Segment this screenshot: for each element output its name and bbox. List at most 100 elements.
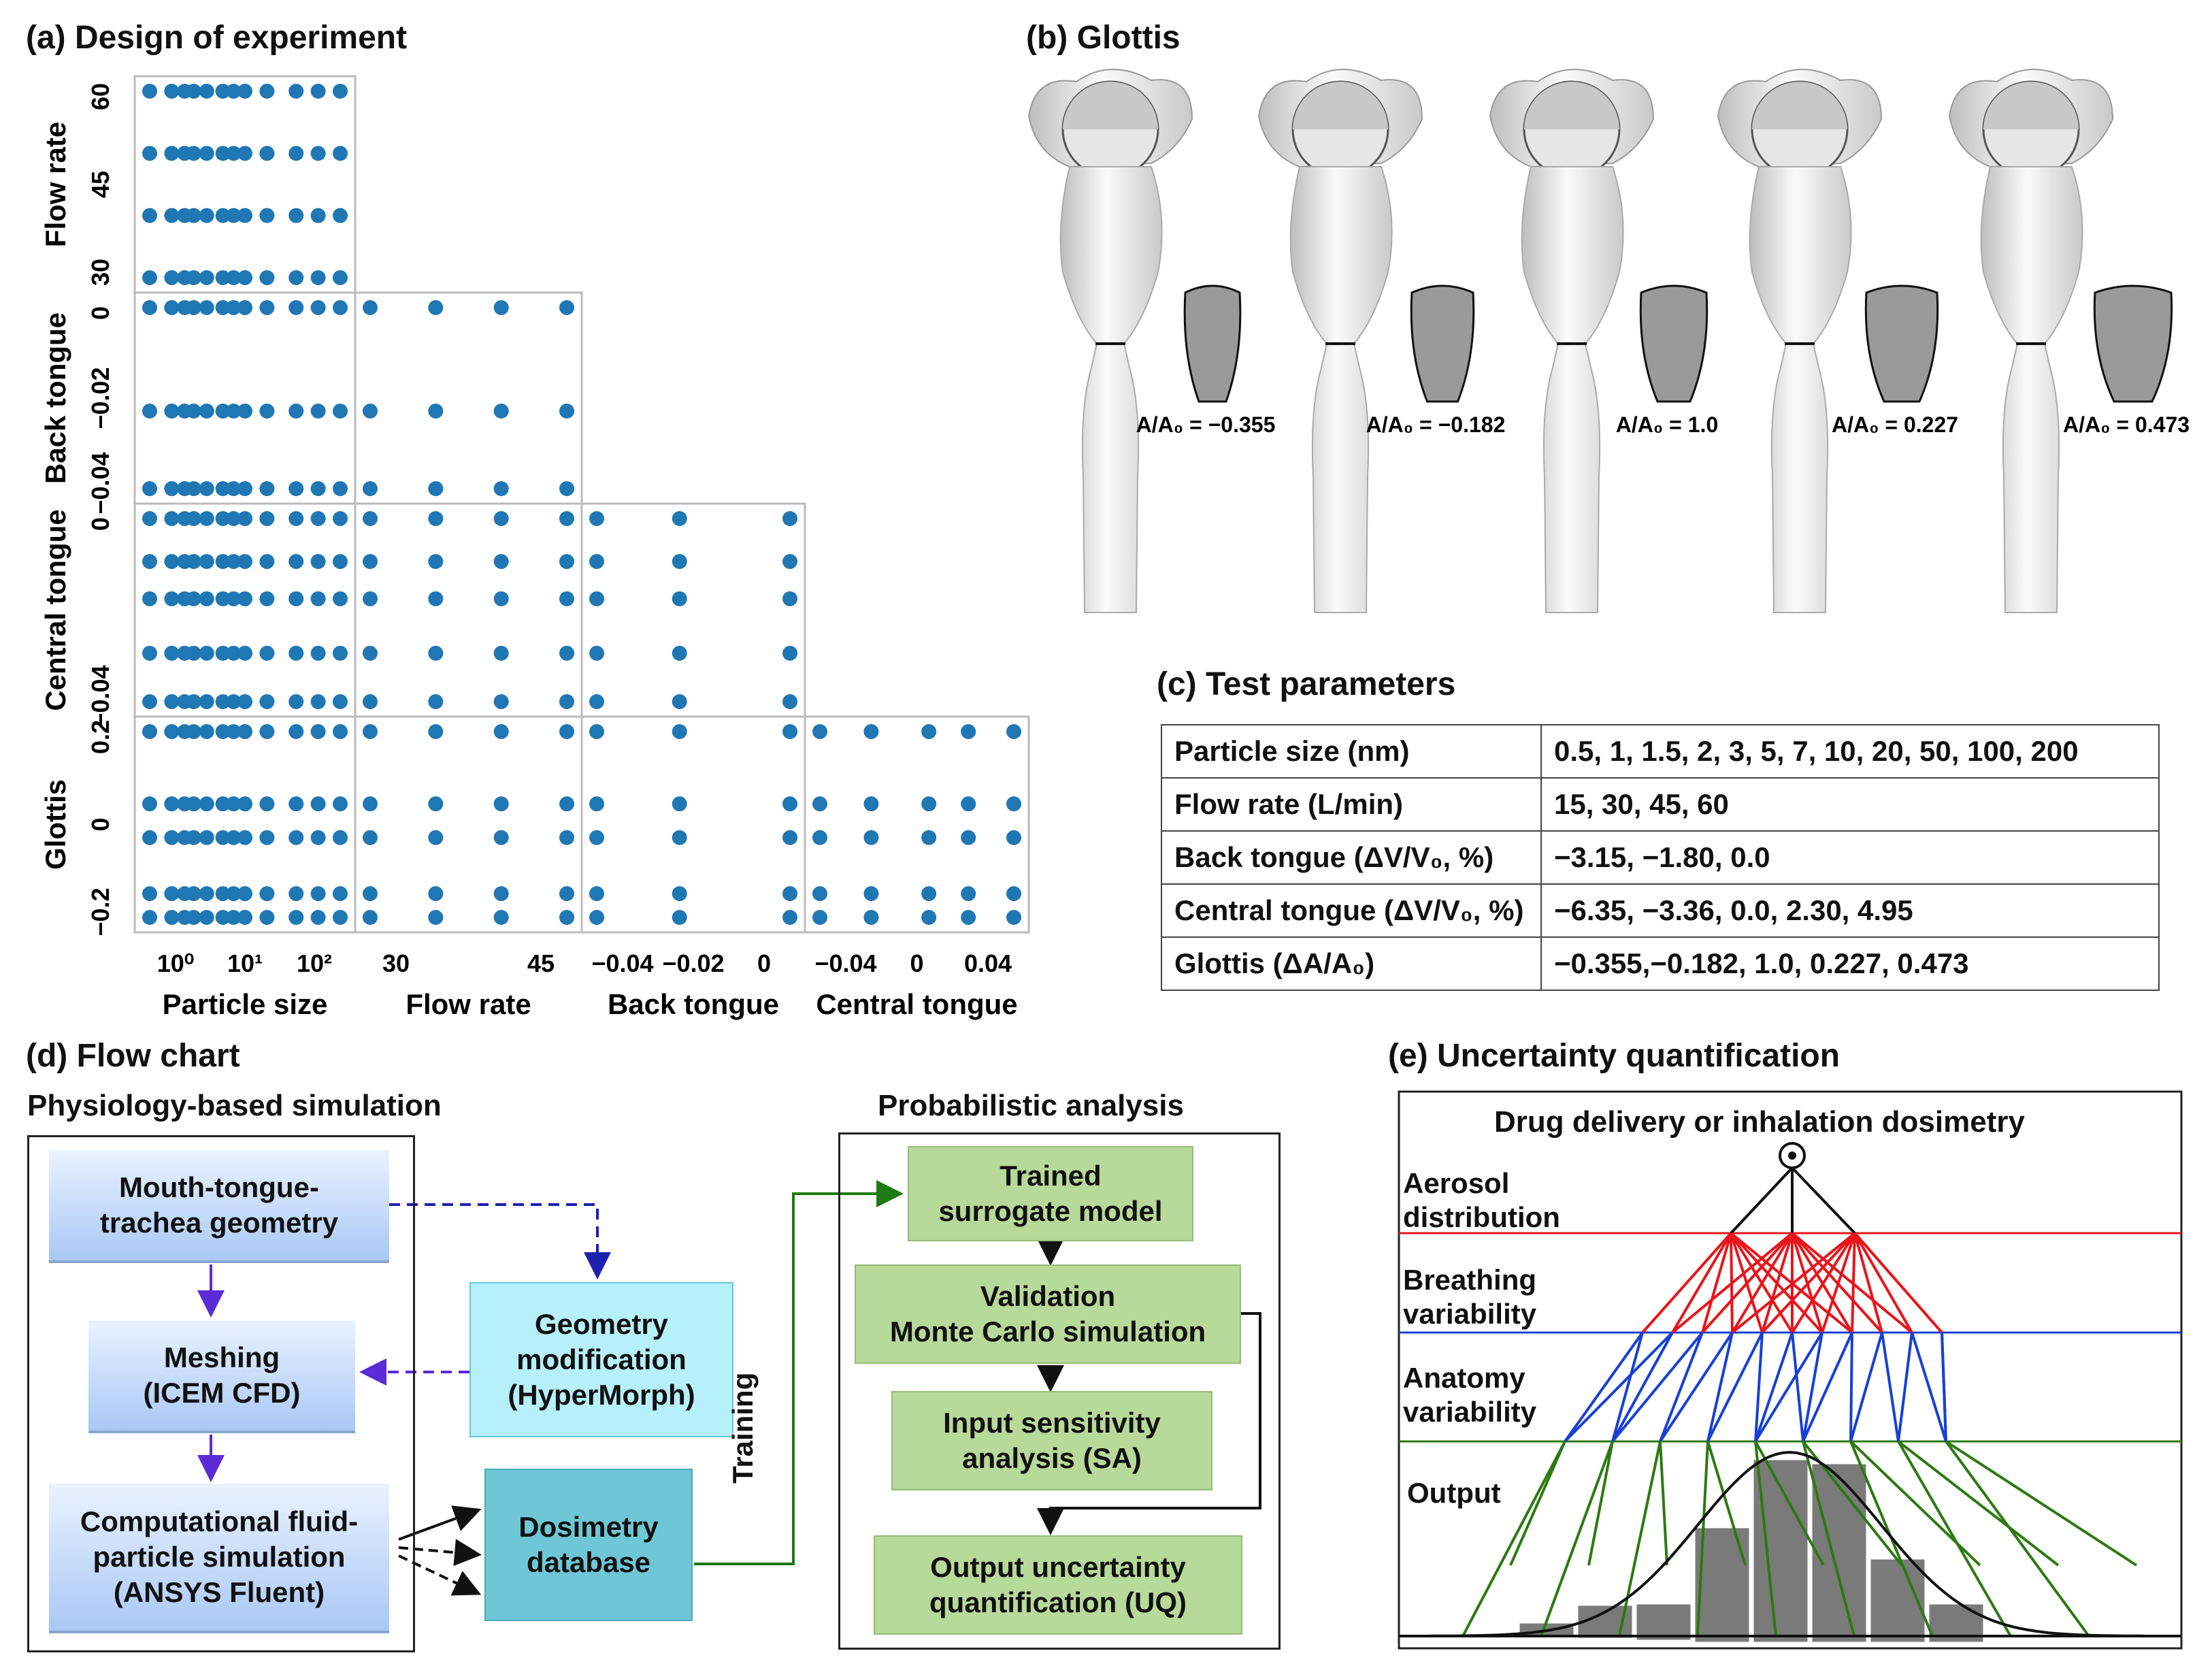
scatter-point xyxy=(237,645,252,661)
scatter-point xyxy=(226,886,242,902)
sensitivity-box: Input sensitivity analysis (SA) xyxy=(891,1391,1212,1490)
scatter-point xyxy=(259,146,275,161)
parameter-name: Flow rate (L/min) xyxy=(1161,777,1542,832)
x-tick-label: 30 xyxy=(382,949,410,977)
scatter-point xyxy=(259,208,275,223)
scatter-point xyxy=(237,481,252,496)
scatter-point xyxy=(199,511,214,526)
scatter-point xyxy=(142,84,157,99)
scatter-point xyxy=(226,208,242,223)
scatter-point xyxy=(363,724,378,739)
uq-frame xyxy=(1398,1090,2183,1650)
scatter-point xyxy=(428,404,444,419)
mouth-shade xyxy=(1293,82,1388,129)
scatter-point xyxy=(428,886,444,902)
scatter-point xyxy=(288,796,304,812)
breathing-branch xyxy=(1791,1332,1804,1442)
scatter-point xyxy=(288,404,304,419)
scatter-point xyxy=(363,886,378,902)
distribution-curve xyxy=(1428,1450,2143,1637)
scatter-point xyxy=(559,404,574,419)
scatter-point xyxy=(310,724,326,739)
scatter-point xyxy=(589,796,604,812)
airway-tube xyxy=(1059,166,1163,613)
scatter-point xyxy=(428,591,444,606)
x-tick-label: 0 xyxy=(757,949,771,977)
scatter-point xyxy=(215,796,231,812)
scatter-point xyxy=(863,830,879,845)
scatter-point xyxy=(961,724,976,739)
uq-output-box: Output uncertainty quantification (UQ) xyxy=(874,1535,1242,1635)
anatomy-branch xyxy=(1659,1441,1668,1566)
scatter-point xyxy=(333,481,348,496)
scatter-point xyxy=(259,84,275,99)
scatter-point xyxy=(226,645,242,661)
anatomy-branch xyxy=(1897,1441,2012,1637)
aerosol-branch xyxy=(1671,1232,1732,1334)
scatter-point xyxy=(199,830,214,845)
scatter-point xyxy=(428,830,444,845)
y-axis-label: Central tongue xyxy=(39,509,71,710)
scatter-point xyxy=(186,146,201,161)
root-node-center xyxy=(1788,1152,1796,1160)
anatomy-branch xyxy=(1754,1441,1825,1566)
scatter-point xyxy=(672,886,687,902)
scatter-point xyxy=(164,481,180,496)
scatter-point xyxy=(428,554,444,570)
scatter-cell-0-0 xyxy=(133,75,357,294)
panel-title-b: (b) Glottis xyxy=(1026,20,1181,56)
scatter-point xyxy=(288,300,304,315)
scatter-point xyxy=(559,645,574,661)
scatter-point xyxy=(493,481,509,496)
scatter-point xyxy=(363,591,378,606)
x-axis-label: Back tongue xyxy=(608,988,779,1020)
y-tick-label: 0 xyxy=(86,817,114,831)
breathing-branch xyxy=(1802,1332,1853,1442)
scatter-point xyxy=(921,910,937,925)
scatter-point xyxy=(186,404,201,419)
scatter-point xyxy=(186,830,201,845)
mouth-shade xyxy=(1524,82,1619,129)
scatter-point xyxy=(333,830,348,845)
scatter-point xyxy=(961,910,976,925)
cfd-box: Computational fluid- particle simulation… xyxy=(49,1484,389,1633)
y-tick-label: 60 xyxy=(86,83,114,110)
scatter-point xyxy=(493,724,509,739)
x-tick-label: 45 xyxy=(527,949,555,977)
glottis-model: A/A₀ = −0.355 xyxy=(1027,69,1275,613)
scatter-point xyxy=(226,146,242,161)
scatter-point xyxy=(310,886,326,902)
scatter-point xyxy=(259,694,275,709)
scatter-point xyxy=(259,404,275,419)
scatter-point xyxy=(259,481,275,496)
scatter-point xyxy=(237,796,252,812)
scatter-point xyxy=(237,270,252,285)
scatter-point xyxy=(921,830,937,845)
scatter-point xyxy=(333,270,348,285)
scatter-point xyxy=(782,724,797,739)
scatter-point xyxy=(142,511,157,526)
root-branch xyxy=(1730,1166,1794,1235)
scatter-point xyxy=(164,300,180,315)
scatter-cell-3-1 xyxy=(354,715,583,934)
glottis-ratio-label: A/A₀ = 1.0 xyxy=(1616,412,1718,437)
scatter-point xyxy=(559,300,574,315)
parameter-name: Back tongue (ΔV/V₀, %) xyxy=(1161,830,1542,885)
scatter-point xyxy=(215,146,231,161)
scatter-point xyxy=(812,796,827,812)
panel-title-a: (a) Design of experiment xyxy=(26,20,408,56)
scatter-point xyxy=(226,511,242,526)
scatter-point xyxy=(142,208,157,223)
breathing-branch xyxy=(1659,1331,1734,1443)
parameter-name: Glottis (ΔA/A₀) xyxy=(1161,936,1542,991)
scatter-point xyxy=(164,208,180,223)
scatter-cell-1-1 xyxy=(354,291,583,505)
parameter-row: Glottis (ΔA/A₀)−0.355,−0.182, 1.0, 0.227… xyxy=(1161,936,2160,991)
glottis-ratio-label: A/A₀ = −0.182 xyxy=(1366,412,1506,437)
probabilistic-frame xyxy=(838,1132,1281,1650)
scatter-point xyxy=(259,796,275,812)
aerosol-label: Aerosol distribution xyxy=(1403,1167,1560,1233)
scatter-point xyxy=(186,645,201,661)
scatter-point xyxy=(310,300,326,315)
